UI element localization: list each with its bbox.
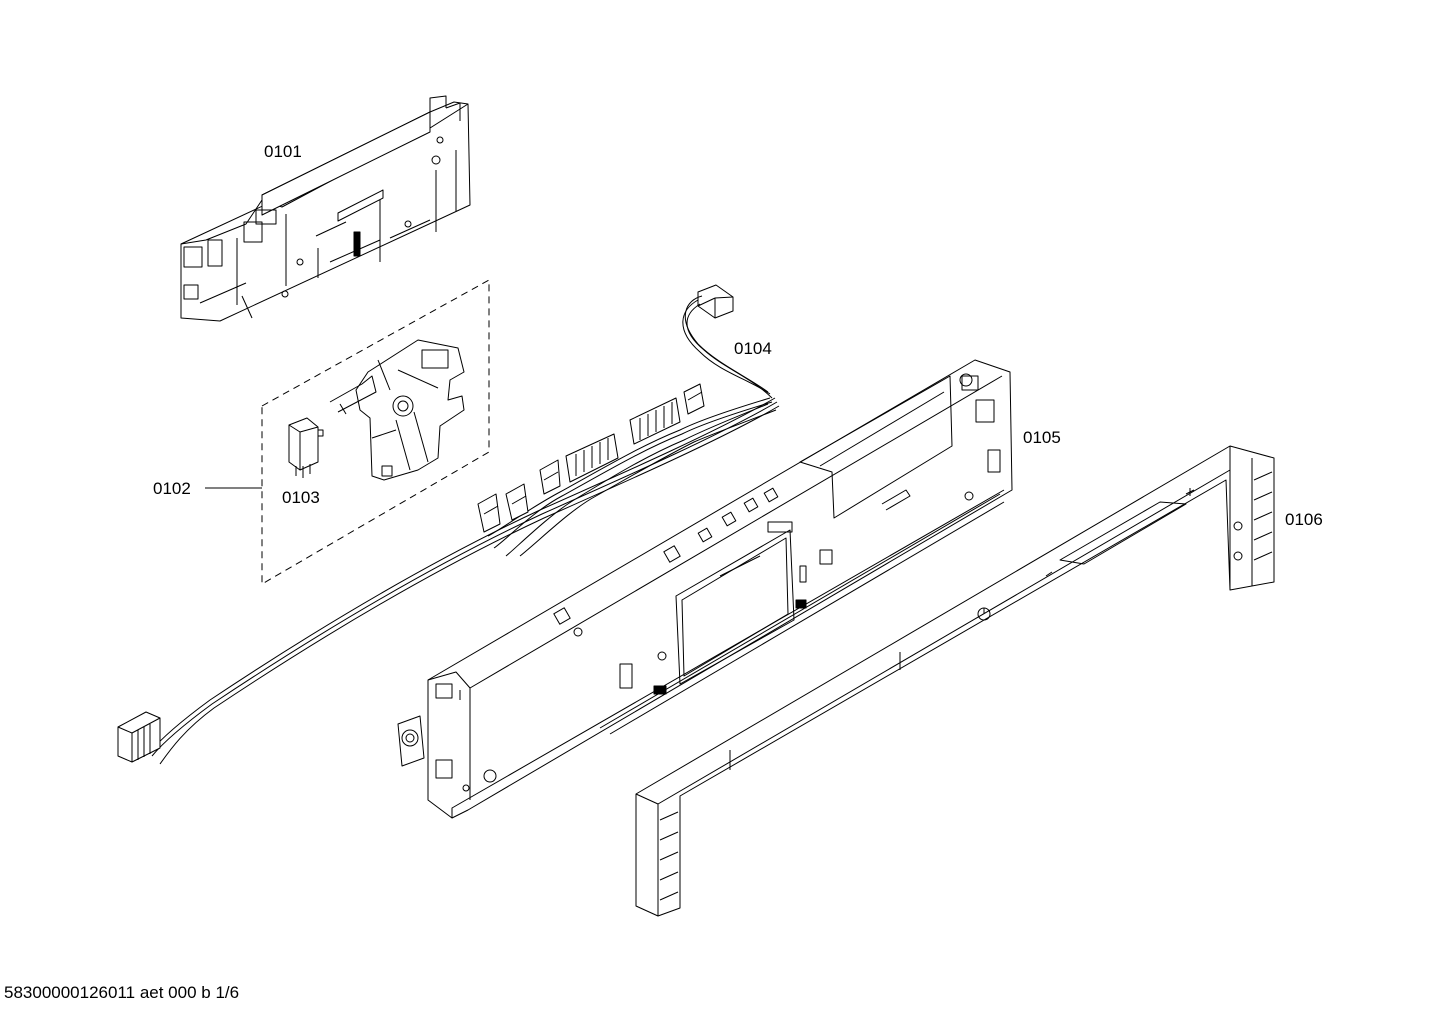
label-0101: 0101 [264, 142, 302, 161]
label-0104: 0104 [734, 339, 772, 358]
document-reference-footer: 58300000126011 aet 000 b 1/6 [4, 983, 240, 1002]
label-0106: 0106 [1285, 510, 1323, 529]
part-0102-dashed-group-box [205, 279, 490, 585]
part-0106-facia-trim [635, 445, 1275, 917]
door-switch-assembly [329, 339, 465, 481]
label-0103: 0103 [282, 488, 320, 507]
part-0103-micro-switch [288, 417, 324, 478]
part-0101-control-module [180, 95, 471, 322]
part-0105-panel-frame [397, 359, 1013, 819]
part-0104-wiring-harness [117, 284, 780, 765]
label-0105: 0105 [1023, 428, 1061, 447]
label-0102: 0102 [153, 479, 191, 498]
